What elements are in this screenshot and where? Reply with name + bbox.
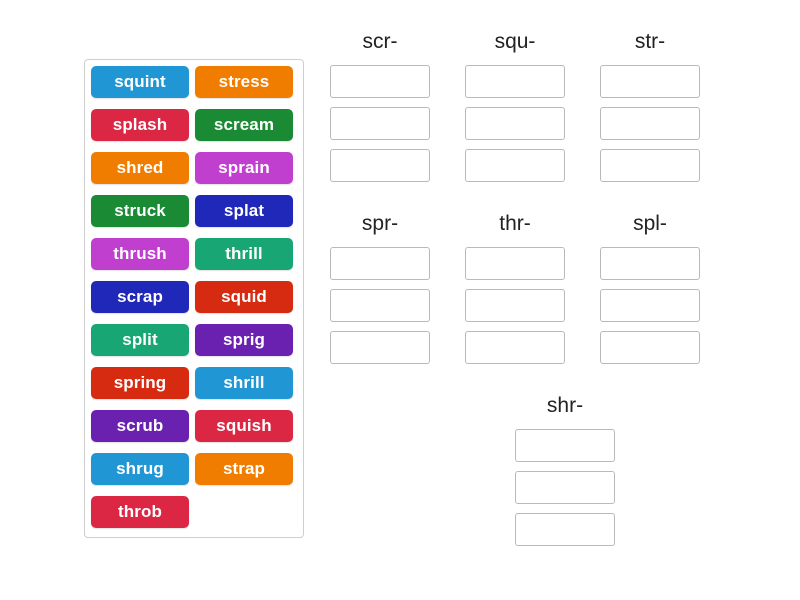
category-title: scr- (362, 30, 398, 53)
drop-slot[interactable] (465, 289, 565, 322)
word-tile[interactable]: squish (195, 410, 293, 442)
word-tile[interactable]: scream (195, 109, 293, 141)
drop-slot[interactable] (465, 247, 565, 280)
drop-slot[interactable] (515, 513, 615, 546)
word-tile[interactable]: split (91, 324, 189, 356)
drop-slot[interactable] (600, 65, 700, 98)
word-tile[interactable]: splash (91, 109, 189, 141)
word-tile[interactable]: sprig (195, 324, 293, 356)
category-drop-area: scr-squ-str-spr-thr-spl-shr- (330, 28, 790, 573)
category-row: shr- (330, 392, 790, 555)
word-tile[interactable]: shrug (91, 453, 189, 485)
drop-slot[interactable] (600, 149, 700, 182)
drop-slot[interactable] (515, 429, 615, 462)
word-tile[interactable]: stress (195, 66, 293, 98)
drop-slot[interactable] (465, 149, 565, 182)
drop-slot[interactable] (330, 247, 430, 280)
category-row: scr-squ-str- (330, 28, 790, 191)
drop-slot[interactable] (600, 331, 700, 364)
word-tile[interactable]: struck (91, 195, 189, 227)
category-title: squ- (494, 30, 536, 53)
category-title: shr- (546, 394, 584, 417)
drop-slot[interactable] (600, 107, 700, 140)
word-tile[interactable]: scrub (91, 410, 189, 442)
drop-slot[interactable] (330, 149, 430, 182)
drop-slot[interactable] (330, 331, 430, 364)
word-tile[interactable]: strap (195, 453, 293, 485)
drop-slot[interactable] (465, 331, 565, 364)
category-title: str- (634, 30, 666, 53)
drop-slot[interactable] (465, 107, 565, 140)
word-tile[interactable]: scrap (91, 281, 189, 313)
word-tile[interactable]: sprain (195, 152, 293, 184)
word-tile[interactable]: thrill (195, 238, 293, 270)
category-column: spr- (330, 210, 430, 373)
drop-slot[interactable] (330, 107, 430, 140)
word-tile[interactable]: squid (195, 281, 293, 313)
drop-slot[interactable] (330, 65, 430, 98)
category-column: scr- (330, 28, 430, 191)
drop-slot[interactable] (515, 471, 615, 504)
word-tile[interactable]: spring (91, 367, 189, 399)
word-tile[interactable]: thrush (91, 238, 189, 270)
category-column: shr- (515, 392, 615, 555)
category-title: spr- (361, 212, 399, 235)
word-tile[interactable]: squint (91, 66, 189, 98)
drop-slot[interactable] (600, 247, 700, 280)
category-column: str- (600, 28, 700, 191)
category-column: thr- (465, 210, 565, 373)
drop-slot[interactable] (465, 65, 565, 98)
drop-slot[interactable] (600, 289, 700, 322)
category-row: spr-thr-spl- (330, 210, 790, 373)
word-tile[interactable]: shrill (195, 367, 293, 399)
category-title: spl- (633, 212, 667, 235)
word-tile[interactable]: shred (91, 152, 189, 184)
category-title: thr- (499, 212, 531, 235)
word-tile[interactable]: splat (195, 195, 293, 227)
word-tile[interactable]: throb (91, 496, 189, 528)
drop-slot[interactable] (330, 289, 430, 322)
category-column: squ- (465, 28, 565, 191)
category-column: spl- (600, 210, 700, 373)
